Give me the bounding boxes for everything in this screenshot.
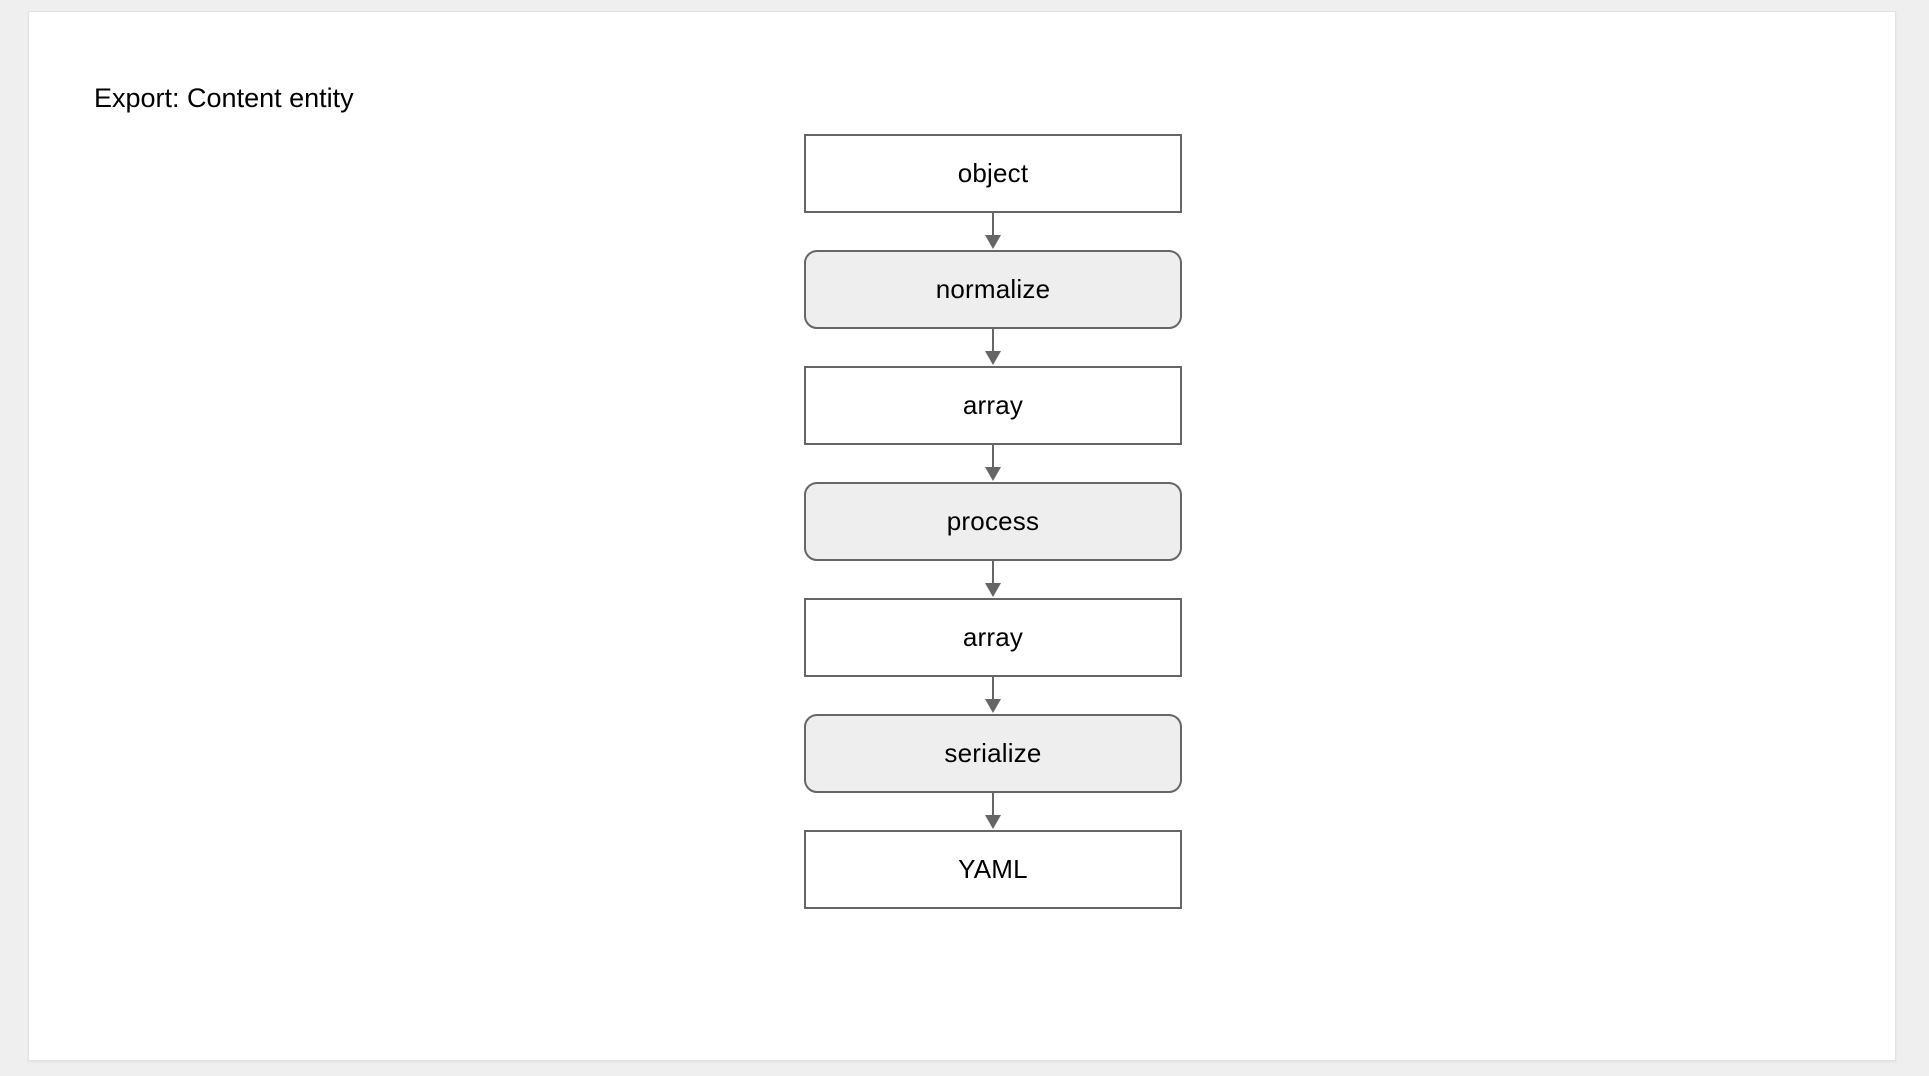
- flow-arrow: [804, 793, 1182, 830]
- node-label: array: [962, 622, 1024, 652]
- flow-node-process[interactable]: process: [804, 482, 1182, 561]
- export-pipeline-flowchart: object normalize array: [804, 134, 1182, 909]
- node-label: object: [957, 158, 1029, 188]
- flow-arrow: [804, 677, 1182, 714]
- node-label: YAML: [958, 854, 1028, 884]
- node-box-operation: process: [804, 482, 1182, 561]
- flow-node-serialize[interactable]: serialize: [804, 714, 1182, 793]
- node-box-operation: normalize: [804, 250, 1182, 329]
- node-label: serialize: [944, 738, 1042, 768]
- node-box-data: object: [804, 134, 1182, 213]
- content-card: Export: Content entity object normalize: [28, 11, 1896, 1061]
- node-label: normalize: [935, 274, 1051, 304]
- node-label: process: [946, 506, 1040, 536]
- node-box-data: array: [804, 598, 1182, 677]
- node-label: array: [962, 390, 1024, 420]
- flow-arrow: [804, 329, 1182, 366]
- flow-node-array-1[interactable]: array: [804, 366, 1182, 445]
- flow-arrow: [804, 445, 1182, 482]
- flow-arrow: [804, 561, 1182, 598]
- node-box-data: array: [804, 366, 1182, 445]
- flow-node-object[interactable]: object: [804, 134, 1182, 213]
- node-box-operation: serialize: [804, 714, 1182, 793]
- flow-node-yaml[interactable]: YAML: [804, 830, 1182, 909]
- flow-node-array-2[interactable]: array: [804, 598, 1182, 677]
- flow-arrow: [804, 213, 1182, 250]
- page-title: Export: Content entity: [94, 83, 354, 113]
- node-box-data: YAML: [804, 830, 1182, 909]
- flow-node-normalize[interactable]: normalize: [804, 250, 1182, 329]
